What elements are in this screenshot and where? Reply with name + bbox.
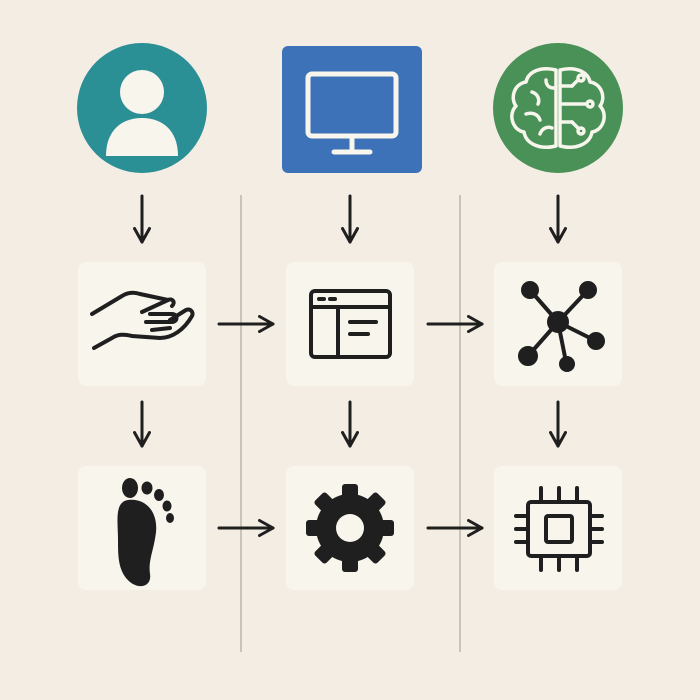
footprint-icon (117, 478, 174, 587)
hand-icon (90, 290, 195, 350)
gear-icon (306, 484, 394, 572)
brain-node (493, 43, 623, 173)
chip-card (494, 466, 622, 590)
network-node-icon (518, 281, 605, 372)
hand-card (78, 262, 206, 386)
chip-icon (514, 486, 604, 572)
brain-circuit-icon (510, 67, 606, 149)
monitor-icon (305, 71, 399, 155)
app-window-icon (309, 289, 392, 359)
brain-circle (493, 43, 623, 173)
person-icon (106, 70, 178, 156)
person-node (77, 43, 207, 173)
monitor-node (282, 46, 422, 173)
monitor-square (282, 46, 422, 173)
